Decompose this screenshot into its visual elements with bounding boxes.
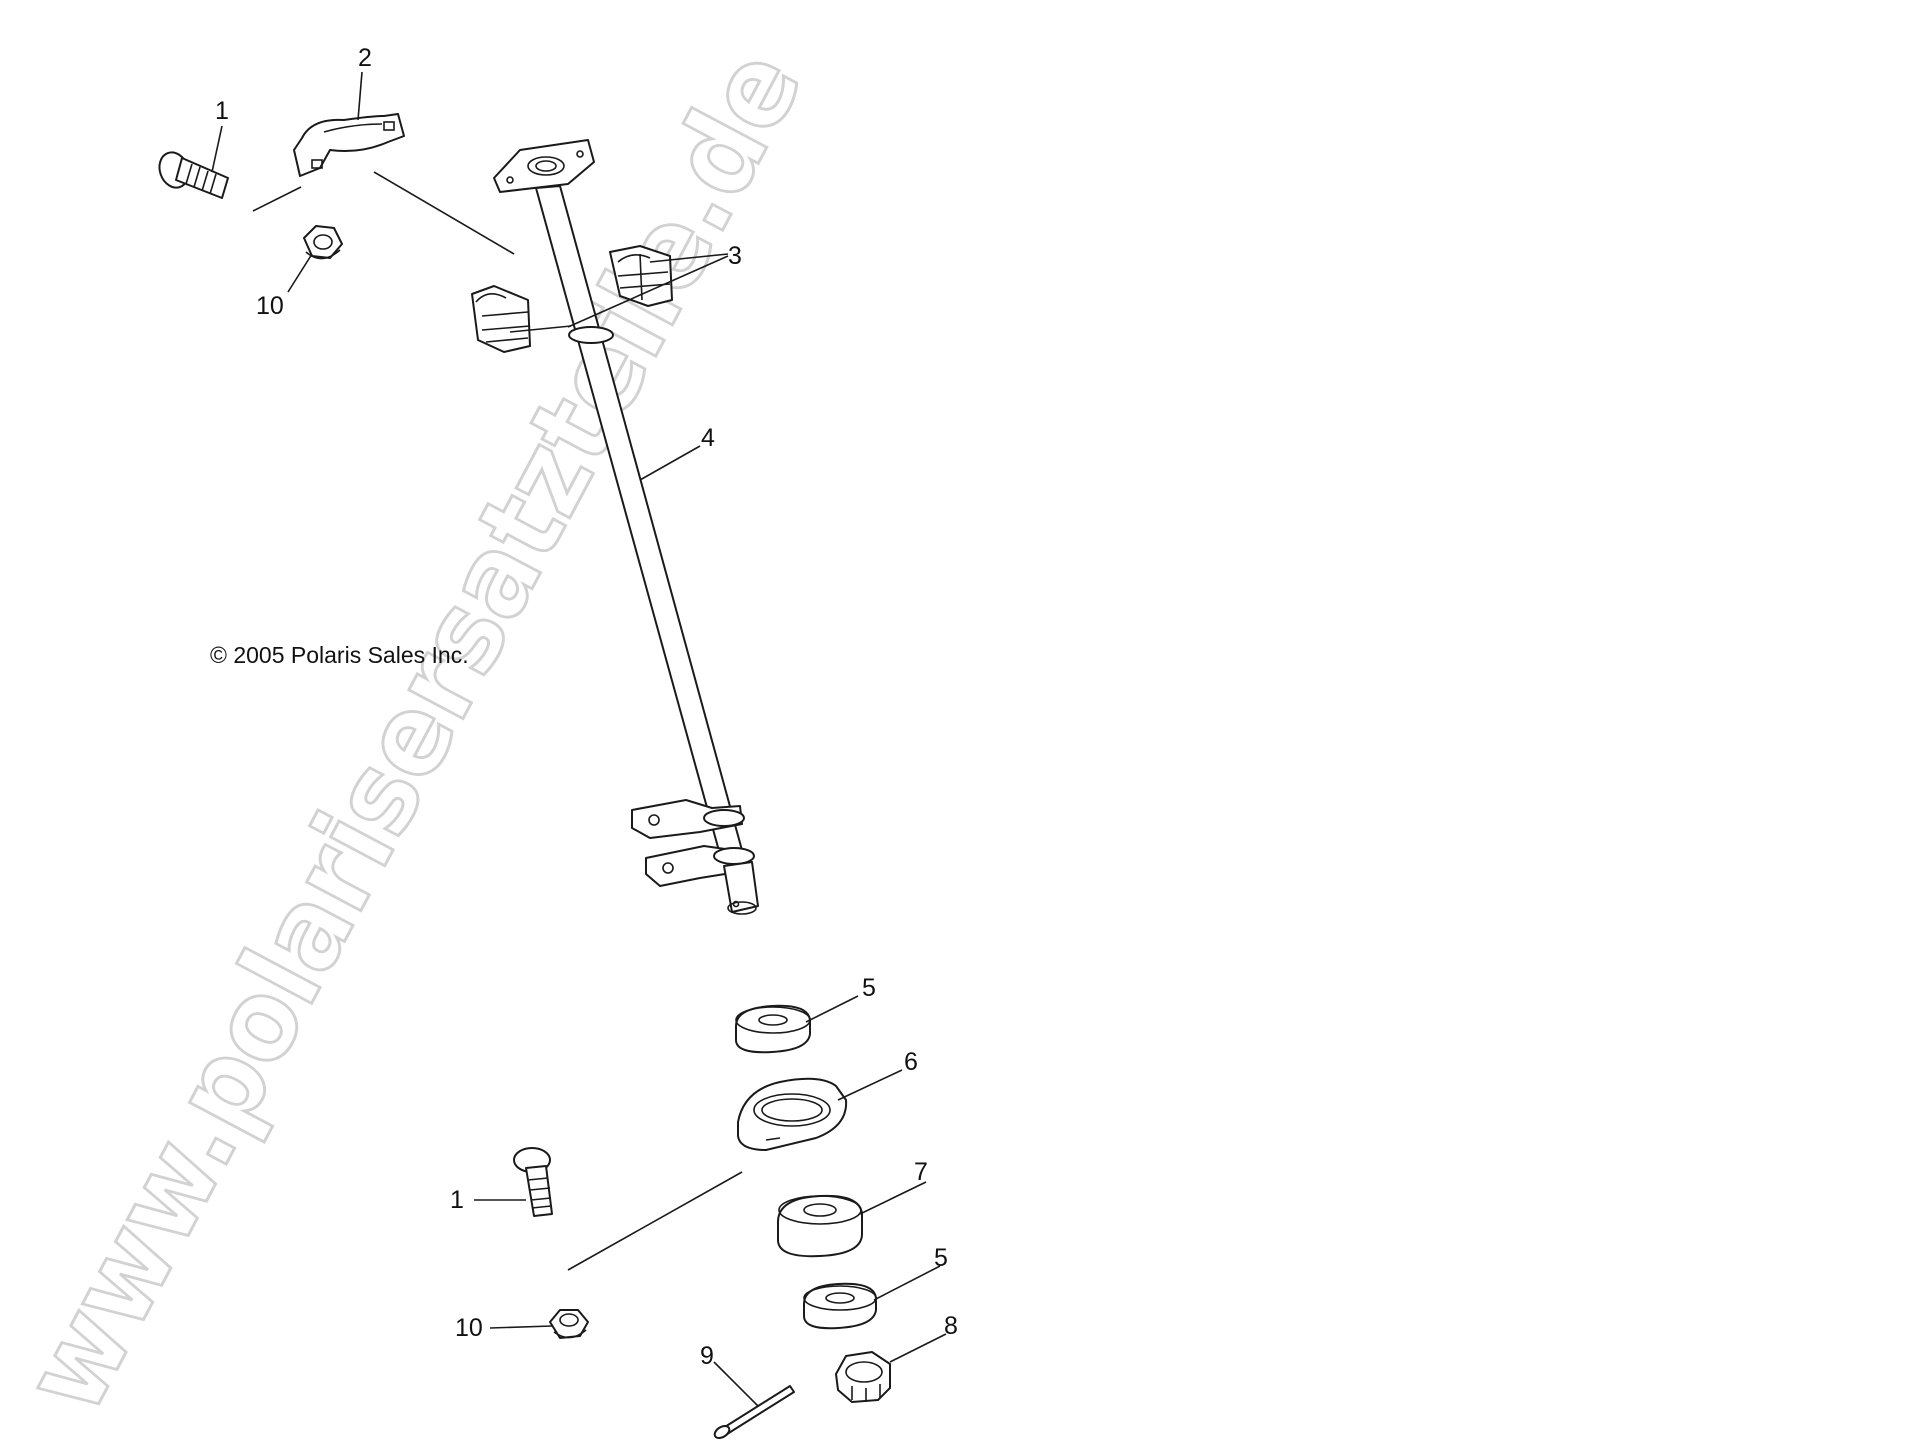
flange-nut-upper-part (303, 225, 343, 260)
callout-3: 3 (728, 242, 742, 270)
callout-2: 2 (358, 44, 372, 72)
callout-5-lower: 5 (934, 1244, 948, 1272)
callout-4: 4 (701, 424, 715, 452)
clamp-part (293, 113, 405, 177)
copyright-text: © 2005 Polaris Sales Inc. (210, 642, 469, 668)
callout-5-top: 5 (862, 974, 876, 1002)
bearing-plate-part (737, 1077, 848, 1151)
cotter-pin-part (713, 1385, 795, 1439)
carriage-bolt-lower-part (513, 1147, 553, 1217)
castle-nut-part (835, 1351, 891, 1403)
callout-1-upper: 1 (215, 97, 229, 125)
carriage-bolt-upper-part (158, 151, 229, 199)
callout-10-lower: 10 (455, 1314, 483, 1342)
callout-10-upper: 10 (256, 292, 284, 320)
callout-1-lower: 1 (450, 1186, 464, 1214)
washer-lower-part (803, 1282, 877, 1330)
callout-7: 7 (914, 1158, 928, 1186)
callout-8: 8 (944, 1312, 958, 1340)
washer-top-part (735, 1004, 811, 1054)
bushing-half-left-part (471, 285, 531, 353)
thick-bushing-part (777, 1194, 863, 1258)
callout-6: 6 (904, 1048, 918, 1076)
flange-nut-lower-part (549, 1309, 589, 1339)
callout-9: 9 (700, 1342, 714, 1370)
leader-lines (211, 71, 947, 1407)
steering-post-part (493, 139, 759, 915)
